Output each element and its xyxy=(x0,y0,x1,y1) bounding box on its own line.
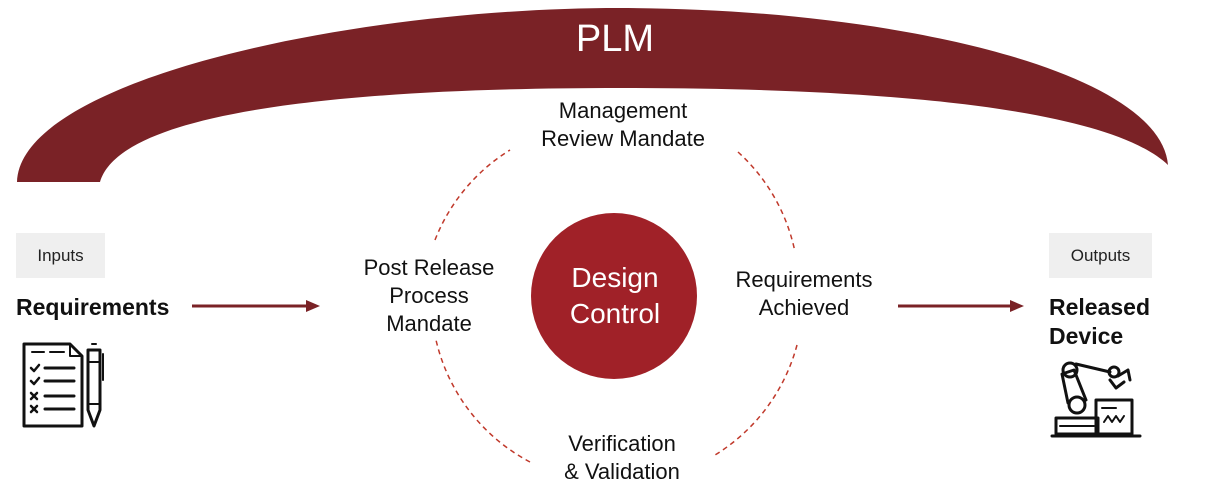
post-release-line1: Post Release xyxy=(363,255,495,280)
dashed-arc-top-right xyxy=(737,151,796,253)
post-release-label: Post Release Process Mandate xyxy=(344,254,514,338)
post-release-line2: Process xyxy=(389,283,469,308)
dashed-arc-top-left xyxy=(434,149,511,241)
management-review-label: Management Review Mandate xyxy=(503,97,743,153)
dashed-arc-bottom-right xyxy=(714,344,798,456)
checklist-pen-icon xyxy=(22,342,104,428)
output-arrow xyxy=(898,300,1024,312)
requirements-achieved-line1: Requirements xyxy=(735,267,873,292)
dashed-arc-bottom-left xyxy=(435,339,531,463)
requirements-label: Requirements xyxy=(16,294,170,320)
design-control-line2: Control xyxy=(569,298,661,329)
verification-validation-line2: & Validation xyxy=(564,459,680,484)
post-release-line3: Mandate xyxy=(386,311,472,336)
design-control-label: Design Control xyxy=(540,260,690,332)
robotic-arm-icon xyxy=(1050,361,1142,438)
inputs-tag: Inputs xyxy=(16,233,105,278)
outputs-tag: Outputs xyxy=(1049,233,1152,278)
design-control-circle xyxy=(531,213,697,379)
plm-arc xyxy=(17,8,1168,182)
design-control-line1: Design xyxy=(571,262,659,293)
management-review-line2: Review Mandate xyxy=(541,126,705,151)
management-review-line1: Management xyxy=(558,98,688,123)
released-device-label: Released Device xyxy=(1049,293,1150,351)
cycle-dashed-ring xyxy=(434,149,798,463)
released-device-line2: Device xyxy=(1049,323,1124,349)
requirements-achieved-line2: Achieved xyxy=(758,295,850,320)
verification-validation-label: Verification & Validation xyxy=(527,430,717,486)
released-device-line1: Released xyxy=(1049,294,1151,320)
requirements-achieved-label: Requirements Achieved xyxy=(714,266,894,322)
verification-validation-line1: Verification xyxy=(568,431,676,456)
plm-label: PLM xyxy=(575,18,655,60)
input-arrow xyxy=(192,300,320,312)
